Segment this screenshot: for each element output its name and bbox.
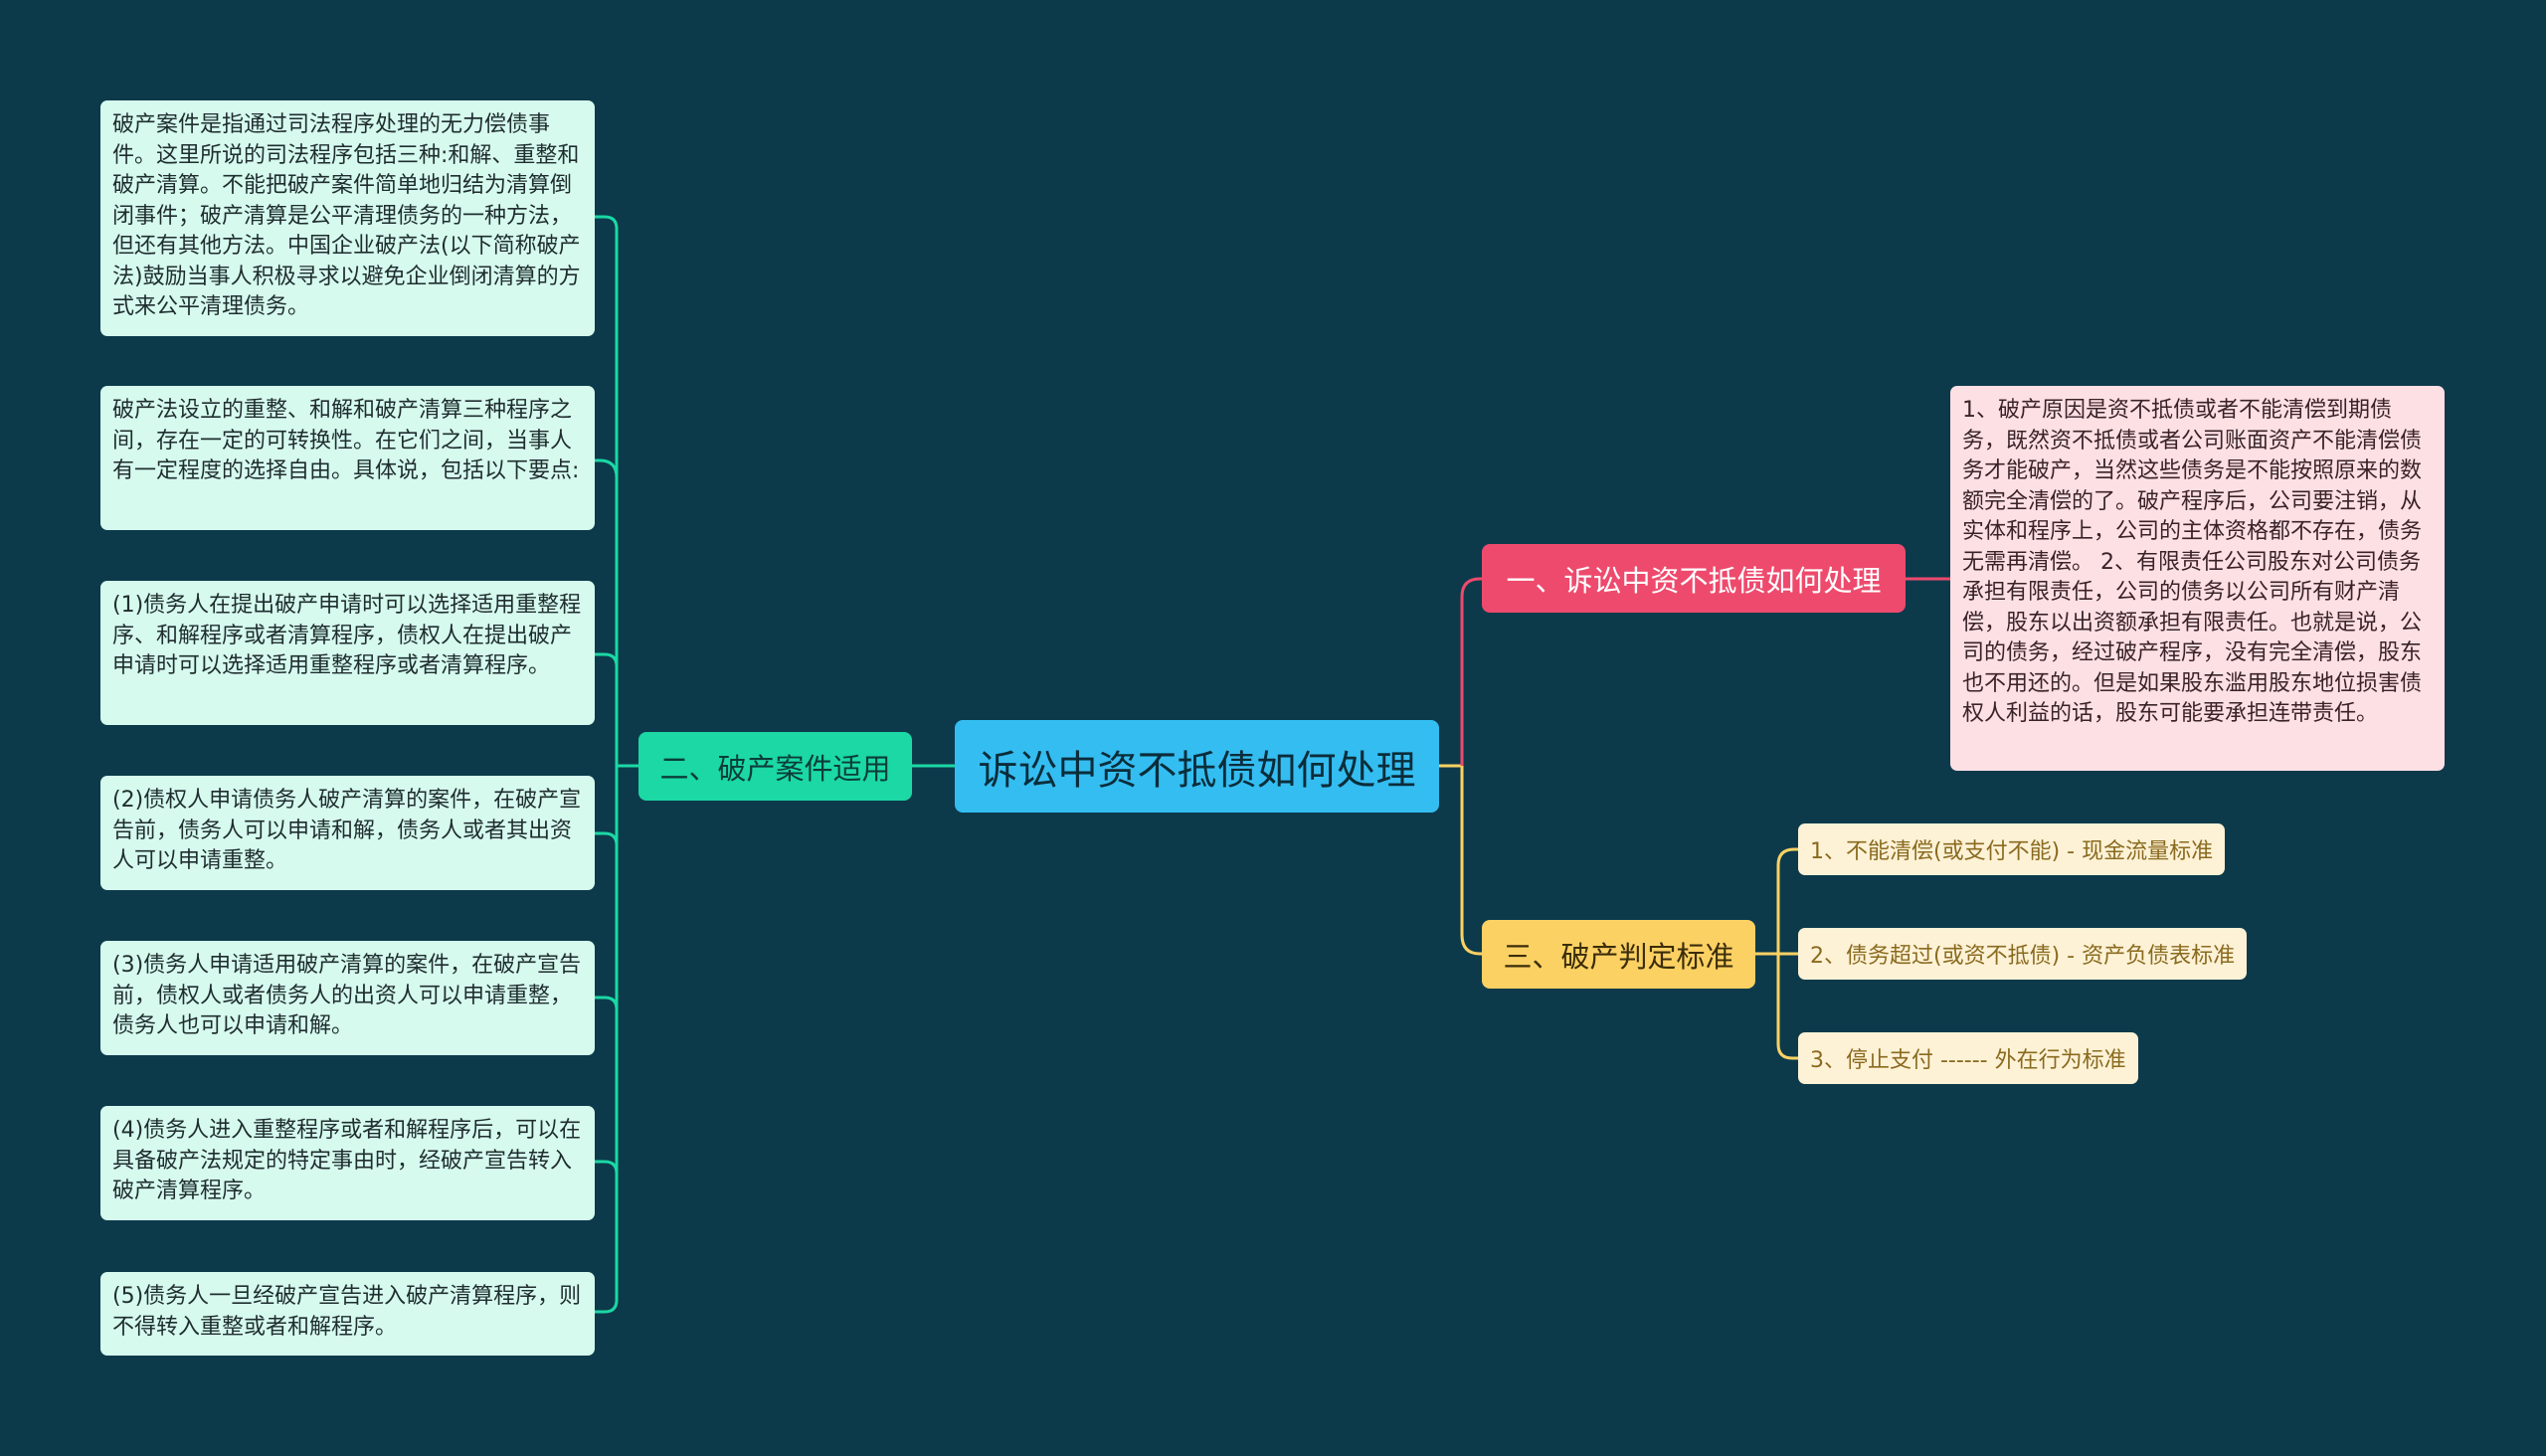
link-two-leaf-4 <box>595 831 619 846</box>
branch-two-leaf-3[interactable]: (1)债务人在提出破产申请时可以选择适用重整程序、和解程序或者清算程序，债权人在… <box>100 581 595 725</box>
link-two-leaf-1 <box>595 215 619 230</box>
link-two-spine <box>615 229 638 1300</box>
branch-two-node[interactable]: 二、破产案件适用 <box>638 732 912 801</box>
link-two-leaf-6 <box>595 1160 619 1175</box>
link-two-leaf-5 <box>595 996 619 1010</box>
branch-two-leaf-5[interactable]: (3)债务人申请适用破产清算的案件，在破产宣告前，债权人或者债务人的出资人可以申… <box>100 941 595 1055</box>
link-two-leaf-7 <box>595 1299 619 1314</box>
branch-one-node[interactable]: 一、诉讼中资不抵债如何处理 <box>1482 544 1906 613</box>
branch-three-leaf-1[interactable]: 1、不能清偿(或支付不能) - 现金流量标准 <box>1798 823 2226 875</box>
link-three-leaf-3 <box>1776 1043 1798 1060</box>
branch-two-leaf-2[interactable]: 破产法设立的重整、和解和破产清算三种程序之间，存在一定的可转换性。在它们之间，当… <box>100 386 595 530</box>
branch-three-node[interactable]: 三、破产判定标准 <box>1482 920 1755 989</box>
link-root-one <box>1460 577 1482 766</box>
branch-one-detail[interactable]: 1、破产原因是资不抵债或者不能清偿到期债务，既然资不抵债或者公司账面资产不能清偿… <box>1950 386 2445 771</box>
branch-two-leaf-6[interactable]: (4)债务人进入重整程序或者和解程序后，可以在具备破产法规定的特定事由时，经破产… <box>100 1106 595 1220</box>
branch-two-leaf-1[interactable]: 破产案件是指通过司法程序处理的无力偿债事件。这里所说的司法程序包括三种:和解、重… <box>100 100 595 336</box>
root-node[interactable]: 诉讼中资不抵债如何处理 <box>955 720 1439 813</box>
link-root-three <box>1460 766 1482 956</box>
branch-two-leaf-4[interactable]: (2)债权人申请债务人破产清算的案件，在破产宣告前，债务人可以申请和解，债务人或… <box>100 776 595 890</box>
link-two-leaf-2 <box>595 458 619 478</box>
link-two-leaf-3 <box>595 652 619 667</box>
branch-three-leaf-3[interactable]: 3、停止支付 ------ 外在行为标准 <box>1798 1032 2138 1084</box>
branch-two-leaf-7[interactable]: (5)债务人一旦经破产宣告进入破产清算程序，则不得转入重整或者和解程序。 <box>100 1272 595 1356</box>
link-three-spine <box>1755 865 1780 1044</box>
link-three-leaf-1 <box>1776 847 1798 866</box>
branch-three-leaf-2[interactable]: 2、债务超过(或资不抵债) - 资产负债表标准 <box>1798 928 2248 980</box>
